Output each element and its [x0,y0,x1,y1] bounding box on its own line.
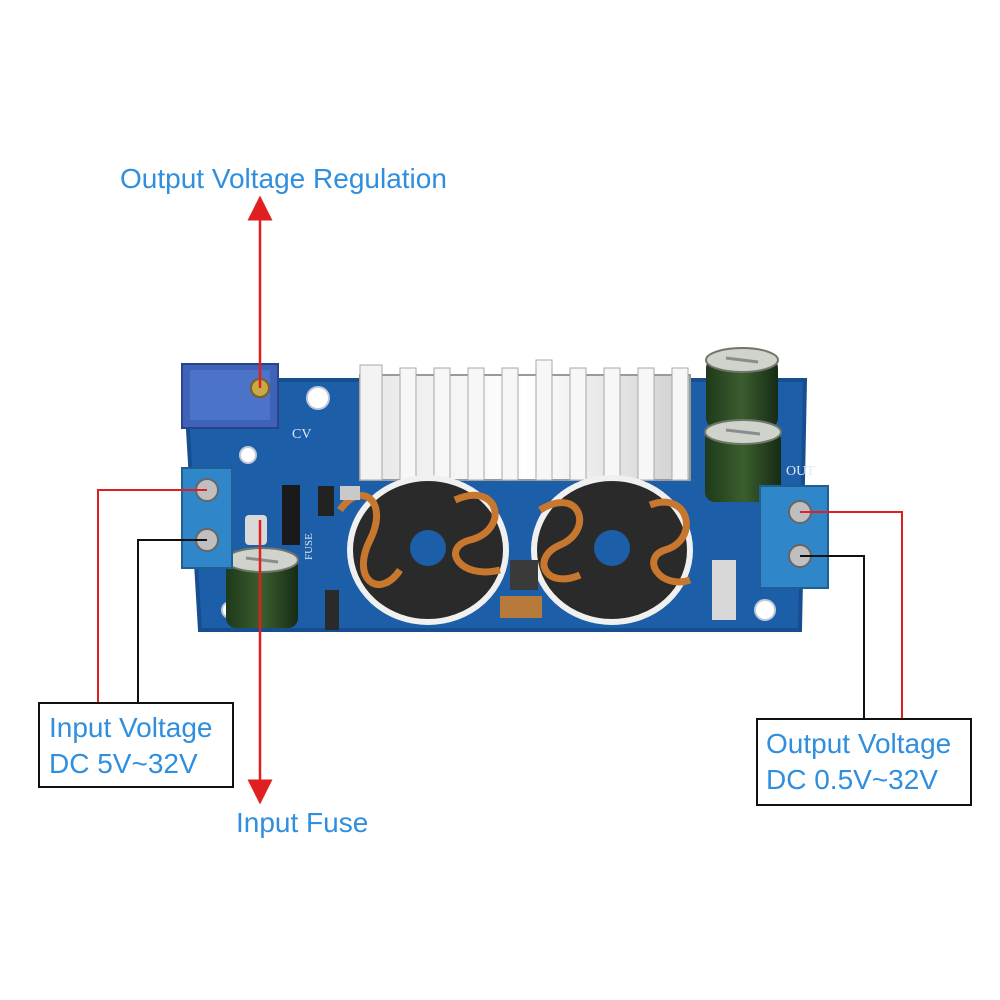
mounting-hole [754,599,776,621]
capacitor-top-right [705,347,779,428]
heatsink [359,359,691,481]
input-voltage-box: Input Voltage DC 5V~32V [38,702,234,788]
mounting-hole [306,386,330,410]
input-voltage-title: Input Voltage [49,712,213,743]
mounting-hole [239,446,257,464]
fuse-component [245,485,300,545]
output-voltage-range: DC 0.5V~32V [766,764,938,795]
output-voltage-title: Output Voltage [766,728,952,759]
output-terminal-block [759,485,829,589]
input-wire-red [97,489,207,702]
capacitor-mid-right [704,419,782,502]
potentiometer [181,363,279,429]
board-mark-cv: CV [292,427,311,442]
input-wire-black [137,539,207,702]
output-wire-black [800,555,865,718]
input-voltage-range: DC 5V~32V [49,748,198,779]
input-fuse-label: Input Fuse [236,807,369,838]
output-voltage-box: Output Voltage DC 0.5V~32V [756,718,972,806]
board-mark-fuse: FUSE [303,533,315,560]
inductor-right [531,475,693,625]
board-mark-out: OUT [786,464,815,479]
output-wire-red [800,511,903,718]
output-voltage-regulation-label: Output Voltage Regulation [120,163,447,194]
input-terminal-block [181,467,233,569]
smd-components [318,486,736,630]
capacitor-bottom-left [225,547,299,628]
